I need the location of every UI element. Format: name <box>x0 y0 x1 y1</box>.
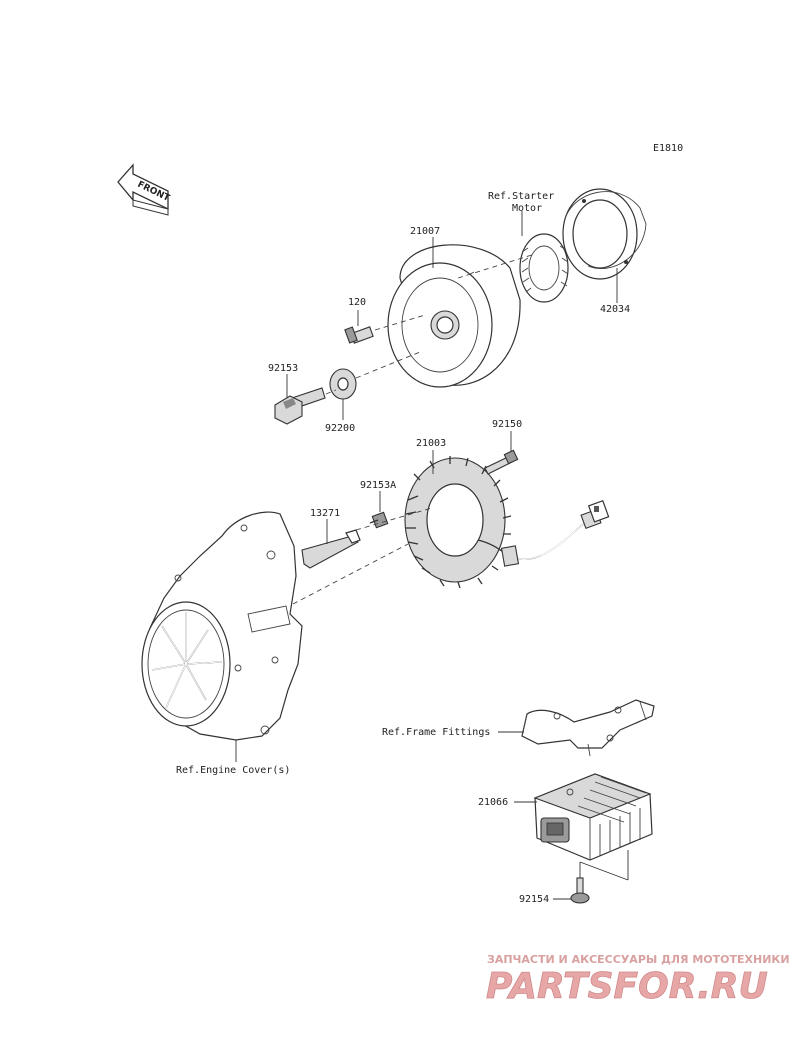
screw-92154 <box>570 877 590 904</box>
regulator-21066 <box>533 773 653 861</box>
washer-92200 <box>329 368 357 400</box>
label-92154: 92154 <box>519 894 549 905</box>
screw-92153A <box>369 511 389 529</box>
label-92153: 92153 <box>268 363 298 374</box>
cover-ring-42034 <box>562 188 647 280</box>
ref-starter-motor-line2: Motor <box>512 203 542 214</box>
bolt-120 <box>344 326 374 344</box>
label-21003: 21003 <box>416 438 446 449</box>
front-arrow-icon: FRONT <box>117 163 172 216</box>
label-92153A: 92153A <box>360 480 396 491</box>
ref-engine-cover: Ref.Engine Cover(s) <box>176 765 290 776</box>
watermark-tagline: ЗАПЧАСТИ И АКСЕССУАРЫ ДЛЯ МОТОТЕХНИКИ <box>487 953 790 966</box>
label-92200: 92200 <box>325 423 355 434</box>
label-92150: 92150 <box>492 419 522 430</box>
label-21066: 21066 <box>478 797 508 808</box>
engine-cover <box>141 511 303 741</box>
watermark-brand: PARTSFOR.RU <box>486 966 768 1007</box>
stator-wire <box>500 499 610 567</box>
bracket <box>521 699 655 757</box>
bolt-92153 <box>274 387 326 425</box>
plate-13271 <box>301 529 361 569</box>
bolt-92150 <box>484 449 519 475</box>
label-120: 120 <box>348 297 366 308</box>
ref-frame-fittings: Ref.Frame Fittings <box>382 727 490 738</box>
stator-21003 <box>404 456 512 589</box>
label-42034: 42034 <box>600 304 630 315</box>
diagram-code: E1810 <box>653 143 683 154</box>
flywheel-rotor-21007 <box>387 244 521 388</box>
ref-starter-motor-line1: Ref.Starter <box>488 191 554 202</box>
label-21007: 21007 <box>410 226 440 237</box>
label-13271: 13271 <box>310 508 340 519</box>
starter-clutch <box>519 233 569 303</box>
